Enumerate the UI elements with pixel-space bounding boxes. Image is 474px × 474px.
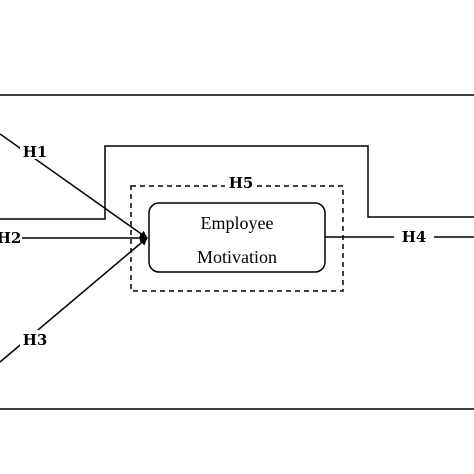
h3-label: H3 — [23, 331, 48, 349]
central-box-line1: Employee — [201, 213, 274, 233]
h5-label-background — [225, 175, 257, 191]
h2-label: H2 — [0, 229, 21, 247]
h5-label: H5 — [229, 174, 254, 192]
h2-label-background — [0, 229, 22, 247]
h3-label-background — [20, 330, 50, 348]
h4-label: H4 — [402, 228, 427, 246]
h1-label-background — [20, 141, 50, 159]
h5-moderator-box — [130, 185, 344, 292]
h1-label: H1 — [23, 143, 48, 161]
h4-label-background — [394, 227, 434, 245]
central-box-line2: Motivation — [197, 247, 277, 267]
direct-path-line — [0, 145, 474, 220]
